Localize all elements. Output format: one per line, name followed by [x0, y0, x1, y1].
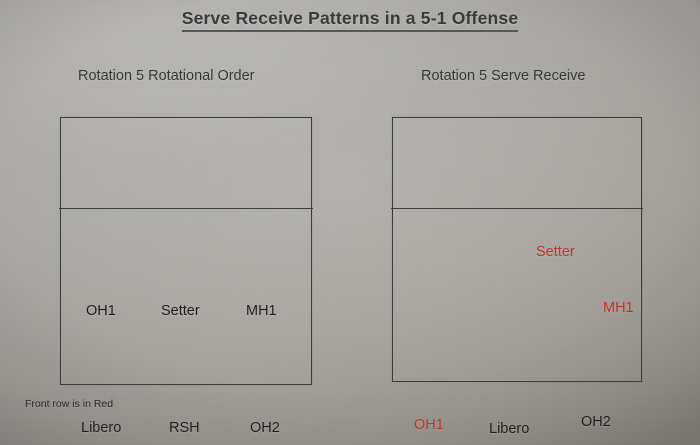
page-title: Serve Receive Patterns in a 5-1 Offense — [0, 8, 700, 32]
player-label-oh1: OH1 — [414, 417, 444, 433]
player-label-oh2: OH2 — [581, 414, 611, 430]
legend-footnote: Front row is in Red — [25, 398, 114, 410]
player-label-setter: Setter — [161, 303, 200, 319]
page-title-text: Serve Receive Patterns in a 5-1 Offense — [181, 8, 519, 32]
player-label-rsh: RSH — [169, 420, 200, 436]
court-attack-line — [59, 208, 313, 209]
panel-heading-serve-receive: Rotation 5 Serve Receive — [421, 68, 586, 84]
player-label-oh2: OH2 — [250, 420, 280, 436]
panel-heading-rotational-order: Rotation 5 Rotational Order — [78, 68, 255, 84]
player-label-libero: Libero — [81, 420, 122, 436]
player-label-mh1: MH1 — [603, 300, 634, 316]
player-label-mh1: MH1 — [246, 303, 277, 319]
player-label-oh1: OH1 — [86, 303, 116, 319]
court-attack-line — [391, 208, 643, 209]
court-diagram-serve-receive: Setter MH1 OH1 Libero OH2 RSH — [391, 117, 643, 437]
player-label-libero: Libero — [489, 421, 530, 437]
player-label-setter: Setter — [536, 244, 575, 260]
court-diagram-rotational-order: OH1 Setter MH1 Libero RSH OH2 — [59, 117, 313, 436]
